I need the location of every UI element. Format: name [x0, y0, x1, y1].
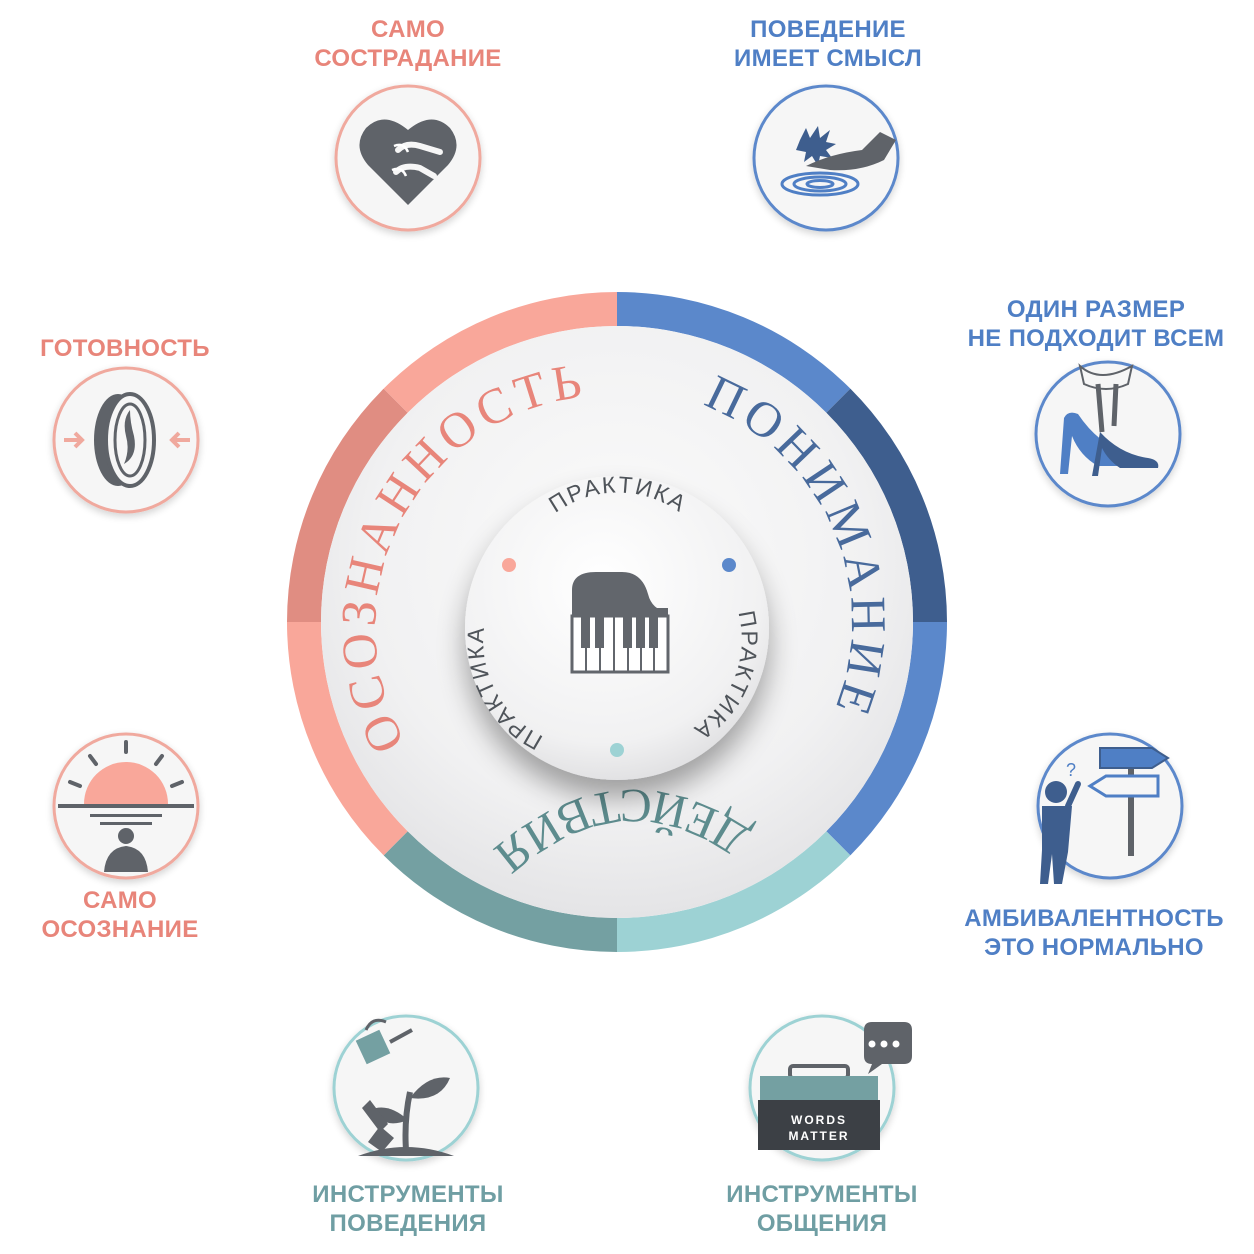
ring-seg-teal-dark [383, 831, 617, 952]
label-self-awareness: САМО ОСОЗНАНИЕ [41, 887, 199, 943]
item-behavior-meaning[interactable] [752, 84, 900, 232]
item-self-compassion[interactable] [334, 84, 482, 232]
ring-segments [287, 292, 947, 952]
label-communication-tools: ИНСТРУМЕНТЫ ОБЩЕНИЯ [726, 1181, 918, 1237]
ring-seg-teal-light [617, 831, 851, 952]
label-one-size: ОДИН РАЗМЕР НЕ ПОДХОДИТ ВСЕМ [967, 296, 1225, 352]
item-one-size[interactable] [1034, 360, 1182, 508]
watering-plant-icon [355, 1018, 454, 1156]
ring-seg-coral-bottom [287, 622, 408, 856]
item-ambivalence[interactable]: ? [1036, 732, 1184, 884]
grand-piano-icon [570, 572, 670, 674]
toolbox-text-words: WORDS [791, 1113, 847, 1127]
central-ring: ОСОЗНАННОСТЬ ПОНИМАНИЕ ДЕЙСТВИЯ ПРАКТИКА… [287, 292, 947, 952]
toolbox-text-matter: MATTER [788, 1129, 849, 1143]
one-size-circle[interactable] [1034, 360, 1182, 508]
item-behavior-tools[interactable] [332, 1014, 480, 1162]
label-ambivalence: АМБИВАЛЕНТНОСТЬ ЭТО НОРМАЛЬНО [964, 905, 1224, 961]
ambivalence-circle[interactable] [1036, 732, 1184, 880]
hand-ripple-icon [780, 126, 896, 197]
label-self-compassion: САМО СОСТРАДАНИЕ [314, 16, 502, 72]
signpost-confusion-icon: ? [1040, 747, 1170, 884]
coin-press-icon [64, 392, 190, 488]
sunrise-meditation-icon [58, 740, 194, 872]
ring-seg-coral-dark [287, 388, 408, 622]
item-readiness[interactable] [52, 366, 200, 514]
hub-dot-teal [610, 743, 624, 757]
toolbox-speech-icon: WORDS MATTER [758, 1022, 912, 1150]
hub-dot-blue [722, 558, 736, 572]
ring-seg-blue-top [617, 292, 851, 413]
ring-seg-blue-right [826, 622, 947, 856]
ring-seg-navy [826, 388, 947, 622]
high-heels-icon [1060, 363, 1159, 476]
label-behavior-meaning: ПОВЕДЕНИЕ ИМЕЕТ СМЫСЛ [734, 16, 922, 72]
item-communication-tools[interactable]: WORDS MATTER [748, 1014, 912, 1162]
item-self-awareness[interactable] [52, 732, 200, 880]
svg-text:?: ? [1066, 760, 1076, 780]
hub-dot-coral [502, 558, 516, 572]
label-readiness: ГОТОВНОСТЬ [40, 335, 210, 362]
label-behavior-tools: ИНСТРУМЕНТЫ ПОВЕДЕНИЯ [312, 1181, 504, 1237]
ring-seg-coral-top [383, 292, 617, 413]
heart-hug-icon [359, 119, 457, 205]
